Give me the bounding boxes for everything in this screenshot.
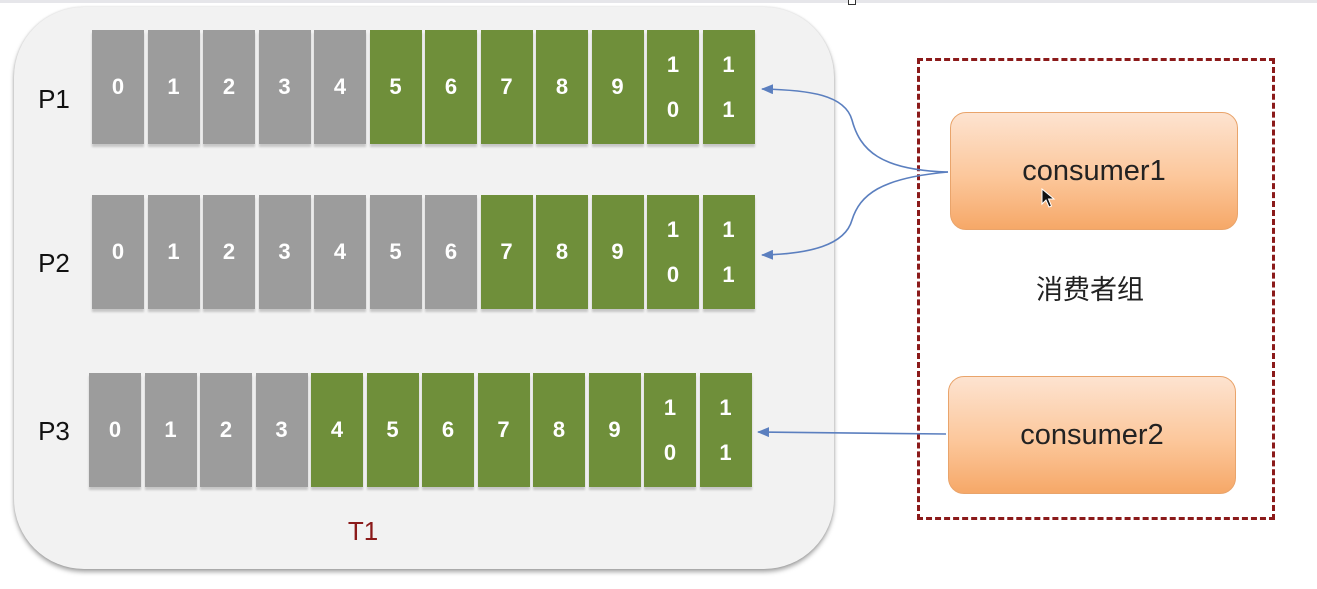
offset-cell-pending: 9 <box>588 373 641 487</box>
offset-cell-consumed: 1 <box>147 195 200 309</box>
offset-cell-consumed: 1 <box>147 30 200 144</box>
offset-cell-pending: 7 <box>480 30 533 144</box>
consumer-group-label: 消费者组 <box>1036 275 1144 305</box>
offset-digit: 1 <box>722 51 735 77</box>
offset-digit: 0 <box>663 439 677 465</box>
offset-cell-consumed: 4 <box>314 30 366 144</box>
offset-cell-pending: 5 <box>366 373 419 487</box>
topic-name: T1 <box>347 516 379 546</box>
mouse-cursor-icon <box>1041 187 1056 208</box>
offset-cell-pending: 7 <box>480 195 533 309</box>
offset-cell-consumed: 2 <box>203 195 255 309</box>
offset-digit: 1 <box>722 261 735 287</box>
offset-cell-consumed: 3 <box>258 30 311 144</box>
arrow-consumer1-to-p2 <box>761 171 949 260</box>
consumer1-box[interactable]: consumer1 <box>950 112 1238 230</box>
consumer-group-box <box>917 58 1275 520</box>
consumer2-box[interactable]: consumer2 <box>948 376 1236 494</box>
offset-digit: 1 <box>719 439 732 465</box>
offset-cell-consumed: 5 <box>369 195 422 309</box>
arrow-consumer2-to-p3 <box>757 427 947 438</box>
offset-digit: 1 <box>722 96 735 122</box>
offset-cell-pending: 8 <box>533 373 585 487</box>
offset-cell-pending: 9 <box>591 195 644 309</box>
resize-handle[interactable] <box>848 0 856 5</box>
offset-cell-consumed: 3 <box>255 373 308 487</box>
offset-cell-consumed: 6 <box>425 195 477 309</box>
offset-cell-consumed: 2 <box>200 373 252 487</box>
offset-cell-pending: 6 <box>425 30 477 144</box>
offset-cell-pending: 8 <box>536 195 588 309</box>
offset-digit: 1 <box>666 51 680 77</box>
offset-cell-consumed: 1 <box>144 373 197 487</box>
partition-label-p1: P1 <box>38 84 70 114</box>
offset-cell-consumed: 4 <box>314 195 366 309</box>
offset-digit: 1 <box>722 216 735 242</box>
offset-cell-consumed: 0 <box>92 195 144 309</box>
offset-cell-consumed: 0 <box>92 30 144 144</box>
offset-cell-pending: 4 <box>311 373 363 487</box>
offset-cell-pending: 9 <box>591 30 644 144</box>
offset-digit: 1 <box>666 216 680 242</box>
offset-digit: 1 <box>719 394 732 420</box>
offset-digit: 0 <box>666 261 680 287</box>
offset-cell-consumed: 3 <box>258 195 311 309</box>
offset-cell-pending: 5 <box>369 30 422 144</box>
partition-label-p3: P3 <box>38 416 70 446</box>
offset-digit: 1 <box>663 394 677 420</box>
offset-cell-pending: 6 <box>422 373 474 487</box>
arrow-consumer1-to-p1 <box>761 84 949 173</box>
offset-cell-pending: 8 <box>536 30 588 144</box>
offset-cell-consumed: 2 <box>203 30 255 144</box>
top-edge <box>0 0 1317 3</box>
offset-digit: 0 <box>666 96 680 122</box>
offset-cell-pending: 7 <box>477 373 530 487</box>
offset-cell-consumed: 0 <box>89 373 141 487</box>
partition-label-p2: P2 <box>38 248 70 278</box>
